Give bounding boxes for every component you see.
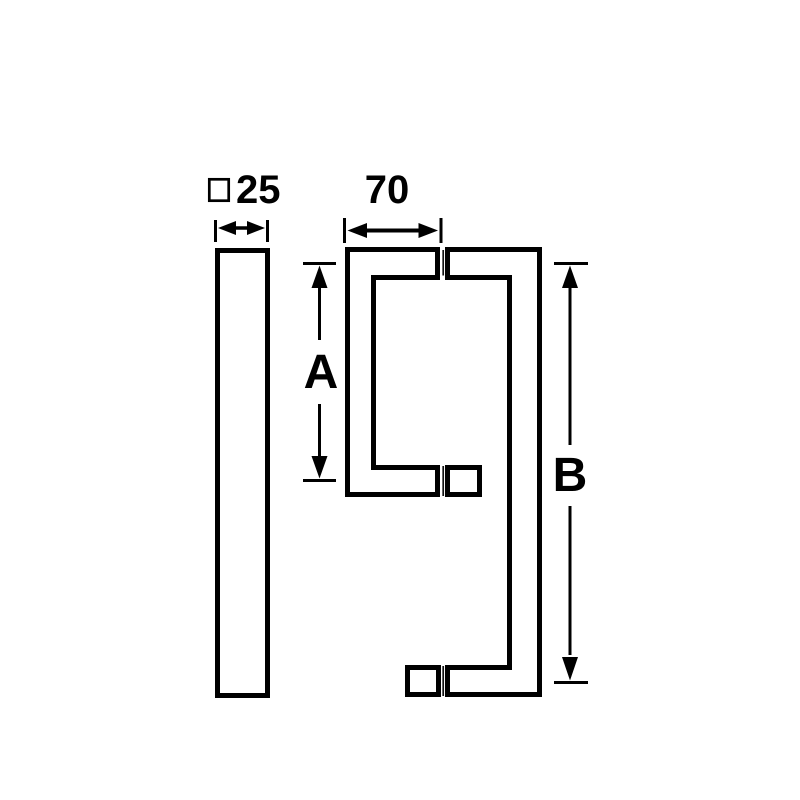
projection-dimension: 70	[343, 168, 443, 243]
front-view-handle-bar	[215, 248, 270, 698]
far-side-handle-profile	[445, 247, 542, 697]
arrow-right-icon	[247, 221, 265, 235]
section-dimension: 25	[207, 168, 281, 242]
front-view	[215, 248, 270, 698]
arrow-down-icon	[562, 657, 578, 681]
arrow-left-icon	[347, 223, 367, 238]
centres-dimension-b: B	[553, 262, 588, 684]
through-fixing-pad-upper	[445, 465, 482, 497]
projection-dimension-label: 70	[365, 168, 410, 212]
arrow-down-icon	[311, 456, 328, 479]
side-view	[345, 247, 542, 697]
arrow-left-icon	[218, 221, 236, 235]
square-section-icon	[207, 177, 231, 203]
centres-dimension-a-label: A	[304, 346, 339, 399]
through-fixing-pad-lower	[405, 665, 441, 697]
near-side-handle-profile	[345, 247, 440, 497]
section-dimension-label: 25	[236, 168, 281, 212]
arrow-right-icon	[418, 223, 438, 238]
arrow-up-icon	[311, 265, 328, 288]
centres-dimension-a: A	[303, 262, 339, 482]
centres-dimension-b-label: B	[553, 449, 588, 502]
arrow-up-icon	[562, 265, 578, 288]
